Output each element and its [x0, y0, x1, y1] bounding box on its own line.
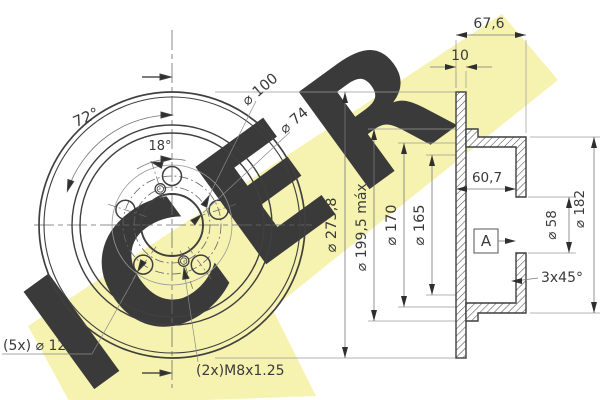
- thread-hole: [156, 185, 164, 193]
- section-direction-arrow-top: [159, 73, 172, 81]
- bolt-hole: [132, 254, 154, 275]
- label-thread-holes: (2x)M8x1.25: [196, 363, 285, 379]
- bolt-holes: [115, 165, 229, 275]
- bolt-circle-centerline: [122, 175, 222, 275]
- label-18-degrees: 18°: [148, 139, 171, 154]
- label-datum-a: A: [481, 232, 492, 250]
- disc-outer-circle: [38, 91, 306, 359]
- section-hub-upper: [465, 128, 527, 198]
- thread-hole: [180, 257, 188, 265]
- dim-total-width: 67,6: [455, 16, 527, 133]
- section-hub-lower: [465, 252, 527, 322]
- label-hat-depth: 60,7: [472, 170, 502, 186]
- bolt-hole: [115, 199, 136, 221]
- dim-chamfer: 3x45°: [511, 270, 583, 286]
- dim-pilot-bore: ⌀ 58: [528, 196, 576, 254]
- watermark-yellow-swoosh: [66, 300, 316, 400]
- label-72-degrees: 72°: [70, 104, 102, 131]
- disc-chamfer-circle: [43, 96, 301, 354]
- thread-hole: [154, 183, 167, 195]
- section-view: 67,6 10 60,7 A: [430, 16, 600, 359]
- radial-centerlines: [105, 158, 239, 292]
- label-outer-diameter: ⌀ 273,8: [324, 198, 340, 253]
- bolt-hole: [190, 254, 212, 275]
- section-friction-plate: [455, 91, 467, 359]
- hat-outer-circle: [71, 124, 273, 326]
- label-drum-max-diameter: ⌀ 199,5 máx.: [354, 179, 370, 271]
- label-total-width: 67,6: [473, 16, 504, 32]
- thread-offset-dimension: 18°: [136, 139, 186, 170]
- hat-inner-circle: [79, 132, 265, 318]
- dim-drum-max-diameter: ⌀ 199,5 máx.: [354, 129, 377, 321]
- dim-step-diameter-large: ⌀ 170: [384, 143, 407, 307]
- watermark-yellow-band: [28, 14, 558, 400]
- label-step-diameter-small: ⌀ 165: [412, 204, 428, 245]
- shared-diameter-dimensions: ⌀ 273,8 ⌀ 199,5 máx. ⌀ 170 ⌀ 165: [324, 92, 435, 358]
- dim-hat-depth: 60,7: [456, 170, 516, 192]
- thread-holes: [154, 183, 190, 267]
- label-hub-diameter: ⌀ 182: [572, 190, 588, 228]
- dim-hub-diameter: ⌀ 182: [530, 136, 600, 314]
- label-step-diameter-large: ⌀ 170: [384, 204, 400, 245]
- thread-hole: [177, 255, 190, 267]
- center-bore-circle: [140, 193, 204, 257]
- label-chamfer: 3x45°: [541, 270, 583, 286]
- label-pilot-bore: ⌀ 58: [544, 210, 560, 240]
- thread-hole-callout: (2x)M8x1.25: [180, 267, 285, 379]
- dim-plate-thickness: 10: [430, 48, 492, 88]
- label-bolt-holes: (5x) ⌀ 12,7: [3, 338, 80, 354]
- hub-boss-circle: [111, 164, 233, 286]
- extension-lines: [215, 91, 466, 359]
- label-plate-thickness: 10: [451, 48, 469, 64]
- bolt-hole-callout: (5x) ⌀ 12,7: [2, 259, 147, 355]
- dim-outer-diameter: ⌀ 273,8: [324, 92, 348, 358]
- datum-a: A: [473, 228, 516, 254]
- thread-circle-centerline: [133, 186, 211, 264]
- dim-step-diameter-small: ⌀ 165: [412, 155, 435, 295]
- bolt-hole: [161, 165, 183, 187]
- bolt-hole: [208, 199, 229, 221]
